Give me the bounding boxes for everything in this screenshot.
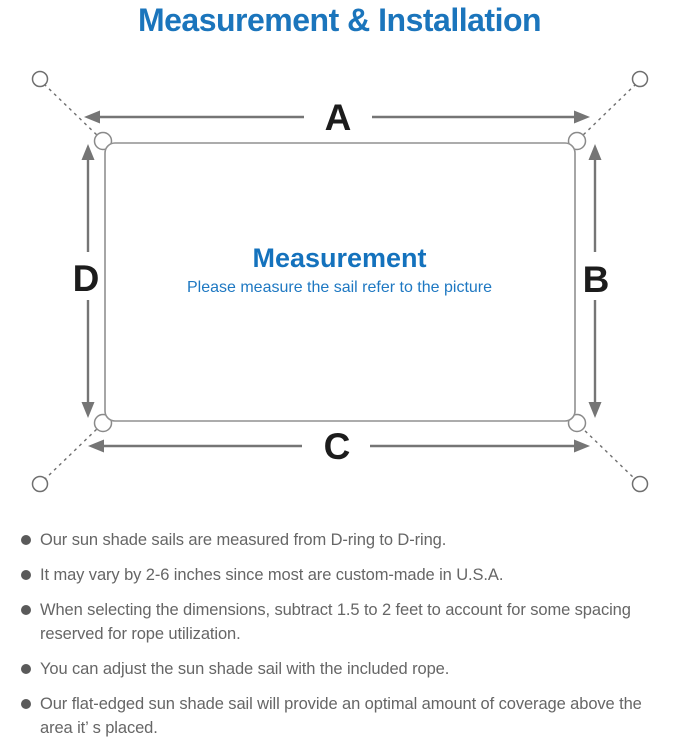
arrowhead-c-left — [88, 439, 104, 453]
dimension-arrow-d — [81, 144, 95, 418]
note-text: You can adjust the sun shade sail with t… — [40, 660, 450, 678]
note-text: Our flat-edged sun shade sail will provi… — [40, 695, 642, 737]
dimension-label-b: B — [583, 259, 610, 300]
dimension-arrow-a — [84, 110, 590, 124]
bullet-icon — [21, 535, 31, 545]
anchor-point-top-right — [631, 70, 649, 88]
note-item: Our flat-edged sun shade sail will provi… — [12, 692, 673, 739]
anchor-point-top-left — [31, 70, 49, 88]
measurement-diagram: A C D B — [31, 70, 649, 493]
d-ring-bottom-left — [93, 413, 113, 433]
arrowhead-b-down — [588, 402, 602, 418]
arrowhead-d-down — [81, 402, 95, 418]
note-text: Our sun shade sails are measured from D-… — [40, 531, 447, 549]
note-item: When selecting the dimensions, subtract … — [12, 598, 673, 646]
note-text: It may vary by 2-6 inches since most are… — [40, 566, 504, 584]
bullet-icon — [21, 570, 31, 580]
dimension-label-a: A — [325, 97, 352, 138]
diagram-center-subtitle: Please measure the sail refer to the pic… — [186, 279, 493, 296]
note-item: It may vary by 2-6 inches since most are… — [12, 563, 673, 587]
bullet-icon — [21, 699, 31, 709]
bullet-icon — [21, 605, 31, 615]
rope-line-top-right — [579, 83, 637, 139]
bullet-icon — [21, 664, 31, 674]
d-ring-bottom-right — [567, 413, 587, 433]
note-item: You can adjust the sun shade sail with t… — [12, 657, 673, 681]
arrowhead-a-right — [574, 110, 590, 124]
rope-line-bottom-right — [579, 425, 637, 481]
arrowhead-d-up — [81, 144, 95, 160]
notes-list: Our sun shade sails are measured from D-… — [12, 528, 673, 739]
dimension-arrow-c — [88, 439, 590, 453]
dimension-label-d: D — [73, 258, 100, 299]
note-item: Our sun shade sails are measured from D-… — [12, 528, 673, 552]
rope-line-bottom-left — [43, 425, 101, 481]
dimension-arrow-b — [588, 144, 602, 418]
anchor-point-bottom-right — [631, 475, 649, 493]
d-ring-top-right — [567, 131, 587, 151]
diagram-center-title: Measurement — [252, 243, 427, 273]
note-text: When selecting the dimensions, subtract … — [40, 601, 631, 643]
rope-line-top-left — [43, 83, 101, 139]
sail-outline — [104, 142, 576, 422]
anchor-point-bottom-left — [31, 475, 49, 493]
page-title: Measurement & Installation — [137, 2, 542, 38]
dimension-label-c: C — [324, 426, 351, 467]
arrowhead-a-left — [84, 110, 100, 124]
arrowhead-b-up — [588, 144, 602, 160]
arrowhead-c-right — [574, 439, 590, 453]
d-ring-top-left — [93, 131, 113, 151]
